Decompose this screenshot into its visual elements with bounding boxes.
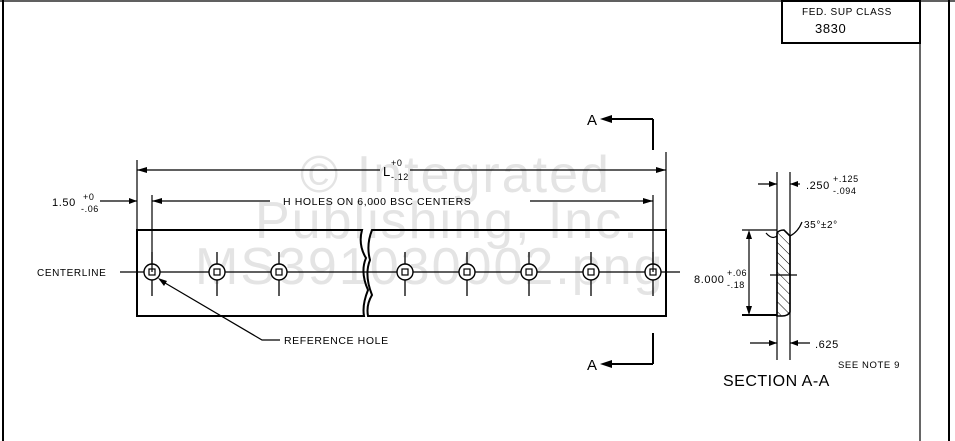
fed-sup-class-label: FED. SUP CLASS	[802, 7, 892, 18]
height-tol-plus: +.06	[727, 268, 747, 278]
watermark-line2: Publishing, Inc.	[255, 192, 640, 250]
section-marker-bottom: A	[587, 333, 654, 374]
length-label: L	[383, 164, 391, 179]
svg-text:A: A	[587, 112, 598, 129]
fed-sup-class-box: FED. SUP CLASS 3830	[781, 0, 921, 44]
hole	[270, 252, 288, 296]
see-note-label: SEE NOTE 9	[838, 360, 900, 371]
section-marker-top: A	[587, 112, 654, 150]
edge-tol-minus: -.06	[81, 204, 99, 214]
section-title: SECTION A-A	[723, 373, 830, 390]
reference-hole-leader: REFERENCE HOLE	[158, 278, 389, 347]
reference-hole-label: REFERENCE HOLE	[284, 335, 389, 347]
length-tol-minus: -.12	[391, 172, 409, 182]
height-label: 8.000	[694, 274, 725, 286]
length-tol-plus: +0	[391, 158, 402, 168]
hole	[208, 252, 226, 296]
height-tol-minus: -.18	[727, 280, 745, 290]
angle-label: 35°±2°	[804, 220, 838, 231]
edge-tol-plus: +0	[83, 192, 94, 202]
thickness-tol-plus: +.125	[833, 174, 859, 184]
section-view: .250 +.125 -.094 35°±2° 8.000 +.06 -.18 …	[694, 172, 900, 390]
holes-dimension: H HOLES ON 6,000 BSC CENTERS	[151, 195, 654, 272]
hole	[582, 252, 600, 296]
edge-distance-dimension: 1.50 +0 -.06	[52, 192, 137, 214]
hole	[396, 252, 414, 296]
centerline-label: CENTERLINE	[37, 268, 106, 279]
offset-label: .625	[815, 339, 839, 351]
holes-label: H HOLES ON 6,000 BSC CENTERS	[283, 196, 471, 208]
fed-sup-class-value: 3830	[815, 21, 846, 36]
length-dimension: L +0 -.12	[136, 152, 667, 230]
thickness-label: .250	[806, 180, 830, 192]
hole	[520, 252, 538, 296]
watermark-line1: © Integrated	[300, 146, 611, 204]
thickness-tol-minus: -.094	[833, 186, 857, 196]
edge-label: 1.50	[52, 197, 76, 209]
hole	[458, 252, 476, 296]
svg-text:A: A	[587, 357, 598, 374]
